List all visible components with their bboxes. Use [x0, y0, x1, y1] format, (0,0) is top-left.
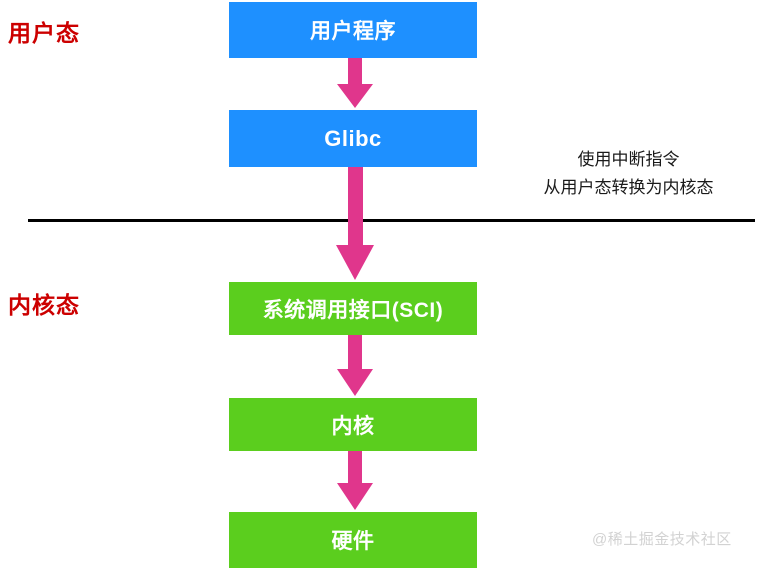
node-hardware-label: 硬件 — [331, 530, 375, 553]
watermark-text: @稀土掘金技术社区 — [592, 531, 732, 548]
arrow-down-glibc-to-sci — [334, 167, 376, 282]
transition-annotation-line-2: 从用户态转换为内核态 — [543, 177, 714, 197]
arrow-down-kernel-to-hardware — [335, 451, 375, 512]
arrow-down-icon — [337, 451, 373, 510]
mode-label-kernel: 内核态 — [8, 292, 80, 318]
node-user-program-label: 用户程序 — [310, 20, 396, 43]
node-glibc-label: Glibc — [324, 125, 382, 151]
node-sci: 系统调用接口(SCI) — [229, 282, 477, 335]
arrow-down-icon — [337, 335, 373, 396]
arrow-down-user-program-to-glibc — [335, 58, 375, 110]
arrow-down-icon — [337, 58, 373, 108]
transition-annotation: 使用中断指令 从用户态转换为内核态 — [500, 146, 757, 201]
node-user-program: 用户程序 — [229, 2, 477, 58]
node-hardware: 硬件 — [229, 512, 477, 568]
node-glibc: Glibc — [229, 110, 477, 167]
node-kernel-label: 内核 — [331, 414, 375, 438]
mode-label-user: 用户态 — [8, 20, 80, 46]
transition-annotation-line-1: 使用中断指令 — [577, 150, 680, 169]
node-kernel: 内核 — [229, 398, 477, 451]
arrow-down-sci-to-kernel — [335, 335, 375, 398]
node-sci-label: 系统调用接口(SCI) — [262, 298, 444, 322]
arrow-down-icon — [336, 167, 374, 280]
mode-divider-line — [28, 219, 755, 222]
